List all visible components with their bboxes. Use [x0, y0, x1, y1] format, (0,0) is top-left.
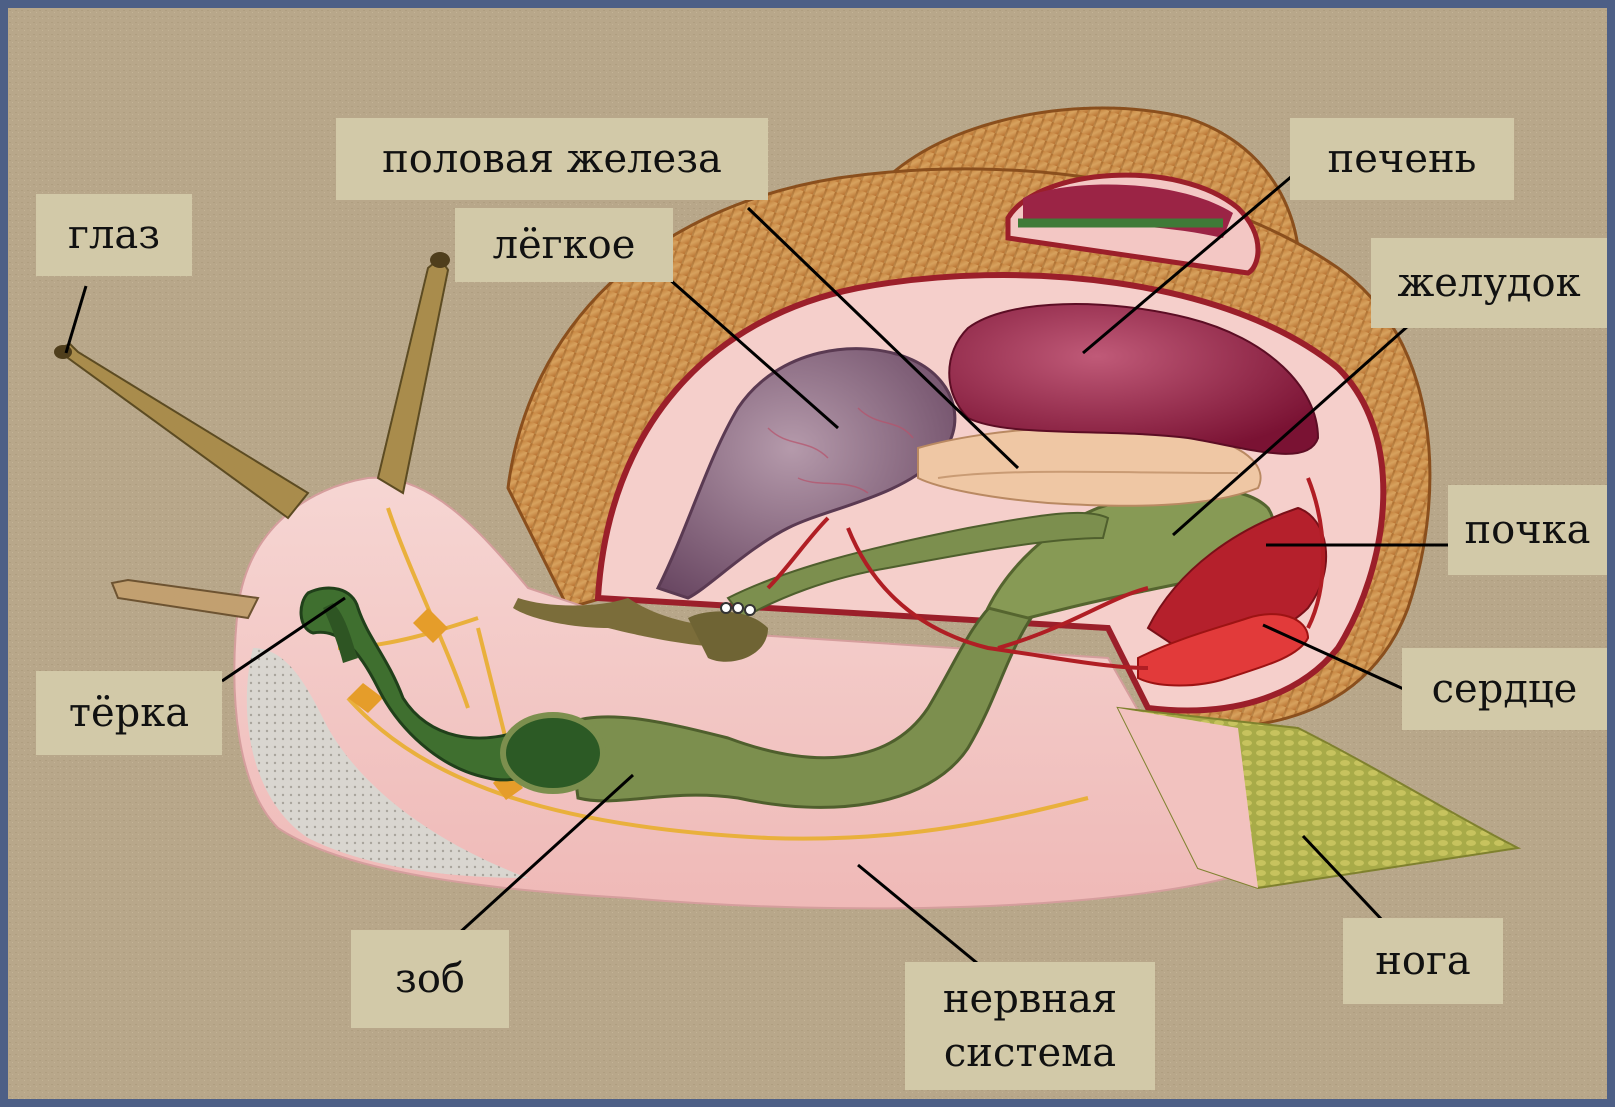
label-kidney: почка	[1448, 485, 1607, 575]
label-eye: глаз	[36, 194, 192, 276]
label-radula: тёрка	[36, 671, 222, 755]
label-nervous-line1: нервная	[943, 972, 1117, 1026]
label-heart: сердце	[1402, 648, 1607, 730]
label-liver: печень	[1290, 118, 1514, 200]
label-nervous-system: нервная система	[905, 962, 1155, 1090]
diagram-frame: глаз половая железа лёгкое печень желудо…	[8, 8, 1607, 1099]
label-nervous-line2: система	[944, 1026, 1116, 1080]
label-lung: лёгкое	[455, 208, 673, 282]
label-crop: зоб	[351, 930, 509, 1028]
crop-opening	[503, 715, 603, 791]
label-gonad: половая железа	[336, 118, 768, 200]
label-stomach: желудок	[1371, 238, 1607, 328]
label-foot: нога	[1343, 918, 1503, 1004]
